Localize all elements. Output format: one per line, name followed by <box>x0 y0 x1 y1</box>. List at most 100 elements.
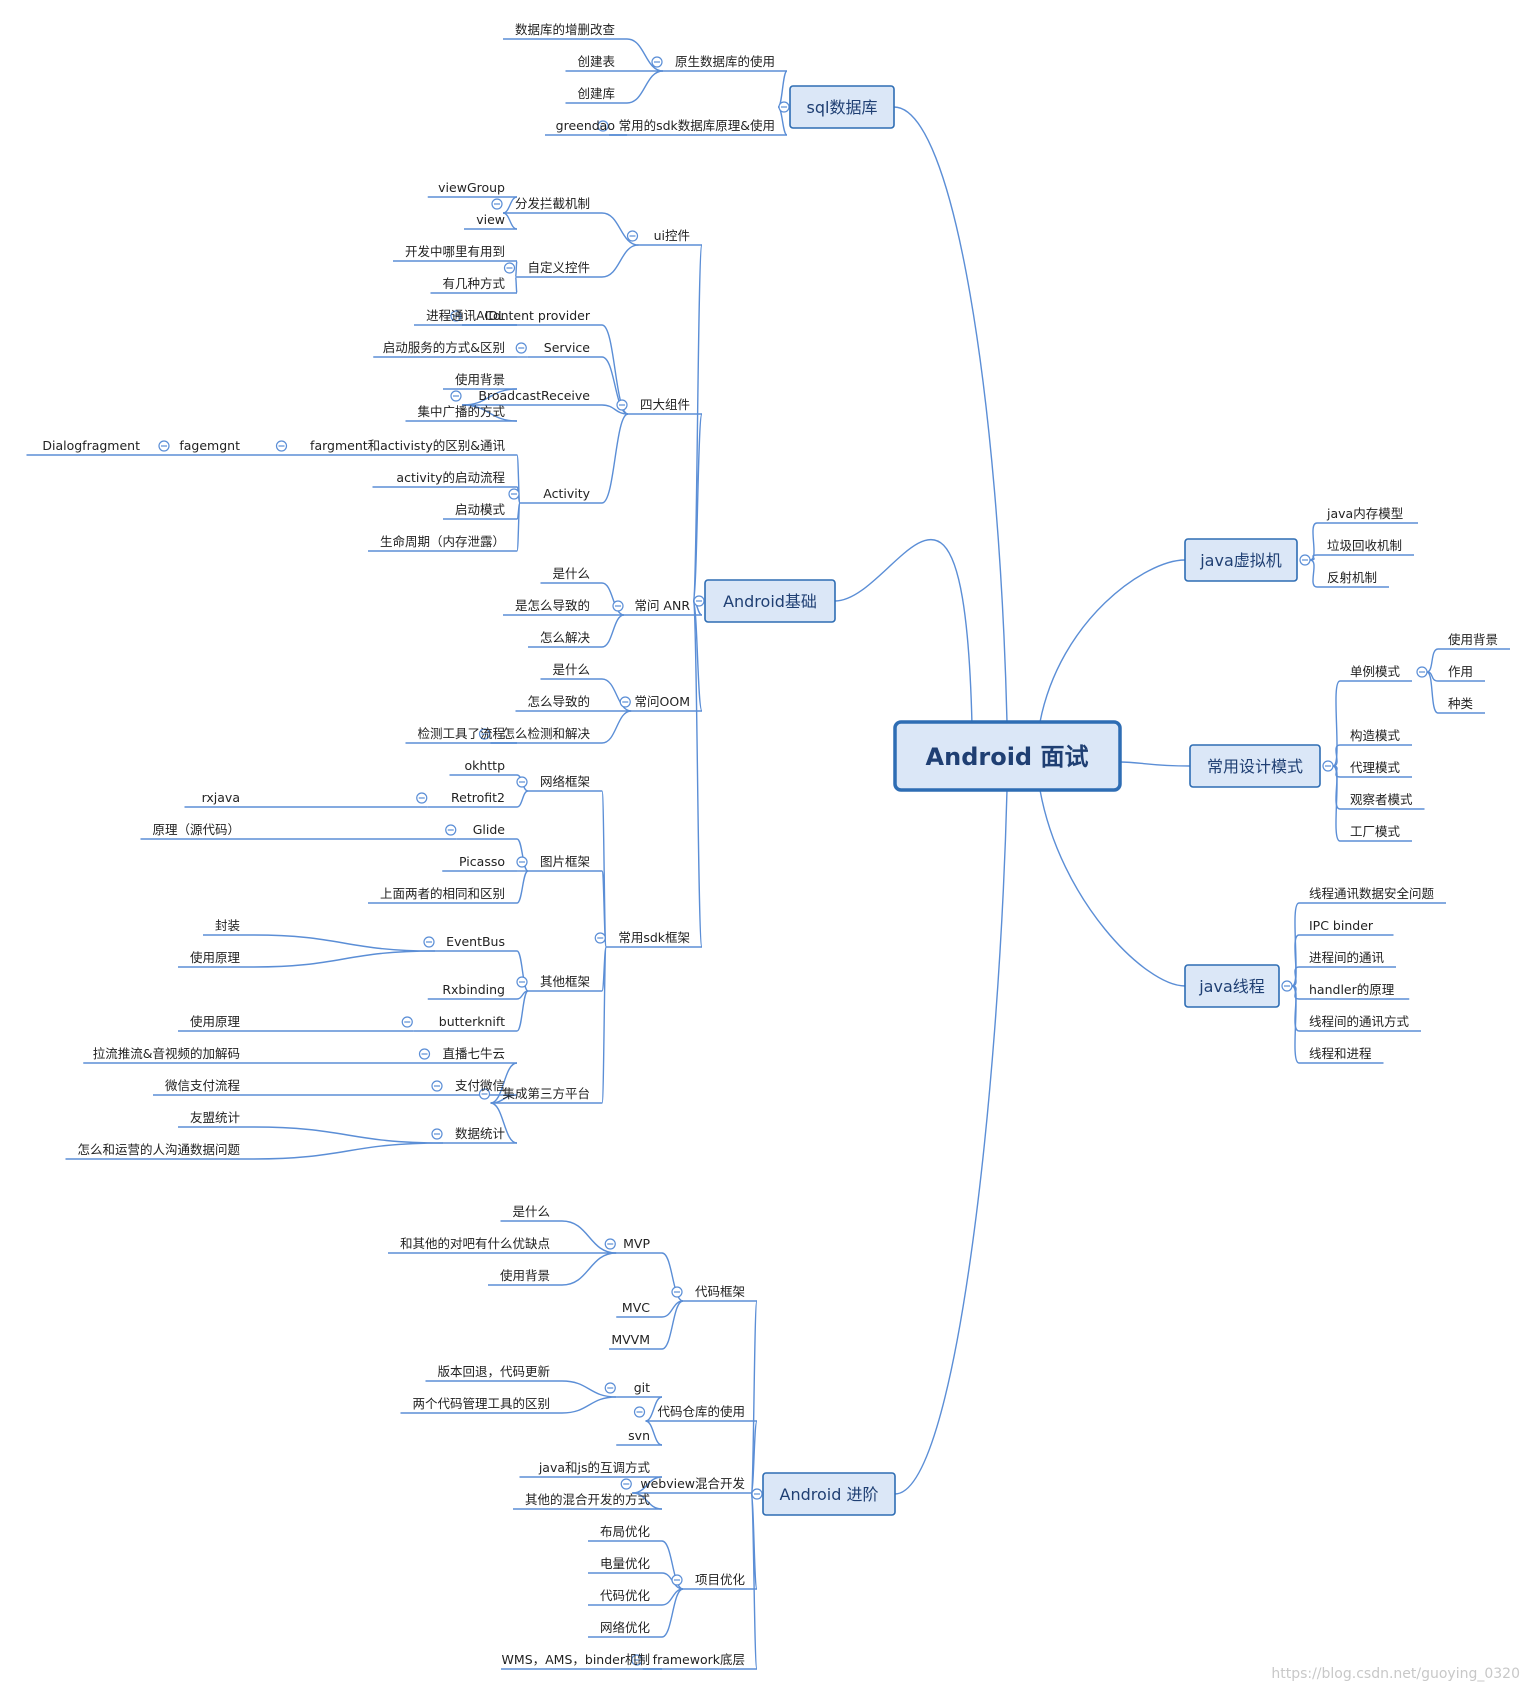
topic-topic[interactable]: 网络框架 <box>516 774 590 789</box>
topic-view[interactable]: view <box>476 212 505 227</box>
topic-topic[interactable]: 上面两者的相同和区别 <box>380 886 505 901</box>
topic-topic[interactable]: 进程间的通讯 <box>1309 950 1385 965</box>
topic-topic[interactable]: 集成第三方平台 <box>478 1086 591 1101</box>
topic-topic[interactable]: 是什么 <box>512 1204 550 1219</box>
collapse-icon[interactable] <box>275 440 288 452</box>
collapse-icon[interactable] <box>612 600 624 612</box>
topic-topic[interactable]: 使用原理 <box>190 1014 241 1029</box>
topic-topic[interactable]: 使用背景 <box>1448 632 1498 647</box>
topic-java-js[interactable]: java和js的互调方式 <box>538 1460 651 1475</box>
collapse-icon[interactable] <box>158 440 170 452</box>
topic-broadcastreceive[interactable]: BroadcastReceive <box>450 388 590 403</box>
topic-topic[interactable]: 集中广播的方式 <box>417 404 505 419</box>
collapse-icon[interactable] <box>778 101 790 113</box>
topic-topic[interactable]: 自定义控件 <box>503 260 591 275</box>
collapse-icon[interactable] <box>516 856 528 868</box>
topic-topic[interactable]: 观察者模式 <box>1350 792 1413 807</box>
topic-topic[interactable]: 支付微信 <box>431 1078 505 1093</box>
collapse-icon[interactable] <box>751 1488 763 1500</box>
collapse-icon[interactable] <box>508 488 520 500</box>
topic-handler[interactable]: handler的原理 <box>1309 982 1395 997</box>
topic-retrofit2[interactable]: Retrofit2 <box>416 790 505 805</box>
collapse-icon[interactable] <box>515 342 527 354</box>
topic-mvp[interactable]: MVP <box>604 1236 650 1251</box>
main-topic-java[interactable]: java虚拟机 <box>1184 538 1298 582</box>
collapse-icon[interactable] <box>503 262 516 274</box>
topic-topic[interactable]: 怎么导致的 <box>527 694 590 709</box>
topic-picasso[interactable]: Picasso <box>459 854 505 869</box>
topic-activity[interactable]: activity的启动流程 <box>396 470 505 485</box>
topic-topic[interactable]: 原理（源代码） <box>152 822 240 837</box>
collapse-icon[interactable] <box>671 1286 683 1298</box>
collapse-icon[interactable] <box>423 936 435 948</box>
topic-topic[interactable]: 数据统计 <box>431 1126 505 1141</box>
collapse-icon[interactable] <box>604 1238 616 1250</box>
collapse-icon[interactable] <box>516 776 528 788</box>
topic-dialogfragment[interactable]: Dialogfragment <box>42 438 140 453</box>
topic-mvvm[interactable]: MVVM <box>611 1332 650 1347</box>
topic-topic[interactable]: 直播七牛云 <box>418 1046 506 1061</box>
topic-sdk[interactable]: 常用sdk框架 <box>594 930 690 945</box>
topic-topic[interactable]: 工厂模式 <box>1350 824 1401 839</box>
collapse-icon[interactable] <box>620 1478 632 1490</box>
collapse-icon[interactable] <box>445 824 457 836</box>
collapse-icon[interactable] <box>516 976 528 988</box>
topic-topic[interactable]: 微信支付流程 <box>165 1078 241 1093</box>
topic-framework[interactable]: framework底层 <box>631 1652 745 1667</box>
topic-service[interactable]: Service <box>515 340 590 355</box>
topic-webview[interactable]: webview混合开发 <box>620 1476 745 1491</box>
topic-eventbus[interactable]: EventBus <box>423 934 505 949</box>
topic-git[interactable]: git <box>604 1380 650 1395</box>
collapse-icon[interactable] <box>478 728 491 740</box>
collapse-icon[interactable] <box>431 1080 443 1092</box>
topic-rxbinding[interactable]: Rxbinding <box>442 982 505 997</box>
collapse-icon[interactable] <box>1416 666 1428 678</box>
topic-butterknift[interactable]: butterknift <box>401 1014 505 1029</box>
topic-svn[interactable]: svn <box>628 1428 650 1443</box>
topic-topic[interactable]: 反射机制 <box>1327 570 1377 585</box>
topic-topic[interactable]: 怎么解决 <box>540 630 591 645</box>
topic-topic[interactable]: 使用原理 <box>190 950 241 965</box>
collapse-icon[interactable] <box>616 399 628 411</box>
topic-java[interactable]: java内存模型 <box>1326 506 1403 521</box>
collapse-icon[interactable] <box>631 1654 643 1666</box>
topic-topic[interactable]: 是什么 <box>552 662 590 677</box>
topic-topic[interactable]: 图片框架 <box>516 854 590 869</box>
topic-oom[interactable]: 常问OOM <box>619 694 690 709</box>
topic-ipc-binder[interactable]: IPC binder <box>1309 918 1374 933</box>
collapse-icon[interactable] <box>450 390 462 402</box>
topic-fargment-activisty[interactable]: fargment和activisty的区别&通讯 <box>275 438 506 453</box>
topic-fagemgnt[interactable]: fagemgnt <box>158 438 240 453</box>
main-topic-sql[interactable]: sql数据库 <box>789 85 895 129</box>
collapse-icon[interactable] <box>693 595 705 607</box>
topic-sdk[interactable]: 常用的sdk数据库原理&使用 <box>597 118 775 133</box>
collapse-icon[interactable] <box>401 1016 413 1028</box>
collapse-icon[interactable] <box>491 198 503 210</box>
topic-topic[interactable]: 版本回退，代码更新 <box>437 1364 550 1379</box>
topic-wms-ams-binder[interactable]: WMS，AMS，binder机制 <box>502 1652 650 1667</box>
topic-topic[interactable]: 代码优化 <box>600 1588 651 1603</box>
topic-topic[interactable]: 启动服务的方式&区别 <box>383 340 505 355</box>
main-topic-android[interactable]: Android 进阶 <box>762 1472 896 1516</box>
topic-mvc[interactable]: MVC <box>622 1300 650 1315</box>
collapse-icon[interactable] <box>604 1382 616 1394</box>
topic-topic[interactable]: 其他框架 <box>516 974 590 989</box>
collapse-icon[interactable] <box>671 1574 683 1586</box>
collapse-icon[interactable] <box>619 696 631 708</box>
main-topic-android[interactable]: Android基础 <box>704 579 836 623</box>
main-topic-topic[interactable]: 常用设计模式 <box>1189 744 1321 788</box>
topic-topic[interactable]: 布局优化 <box>600 1524 651 1539</box>
topic-topic[interactable]: 代理模式 <box>1350 760 1401 775</box>
topic-topic[interactable]: 怎么检测和解决 <box>478 726 591 741</box>
topic-ui[interactable]: ui控件 <box>626 228 691 243</box>
topic-topic[interactable]: 网络优化 <box>600 1620 651 1635</box>
collapse-icon[interactable] <box>416 792 428 804</box>
topic-glide[interactable]: Glide <box>445 822 506 837</box>
topic-topic[interactable]: 怎么和运营的人沟通数据问题 <box>77 1142 240 1157</box>
collapse-icon[interactable] <box>418 1048 431 1060</box>
topic-okhttp[interactable]: okhttp <box>464 758 505 773</box>
topic-topic[interactable]: 电量优化 <box>600 1556 651 1571</box>
collapse-icon[interactable] <box>1299 554 1311 566</box>
topic-topic[interactable]: 封装 <box>215 918 240 933</box>
topic-topic[interactable]: 分发拦截机制 <box>491 196 590 211</box>
